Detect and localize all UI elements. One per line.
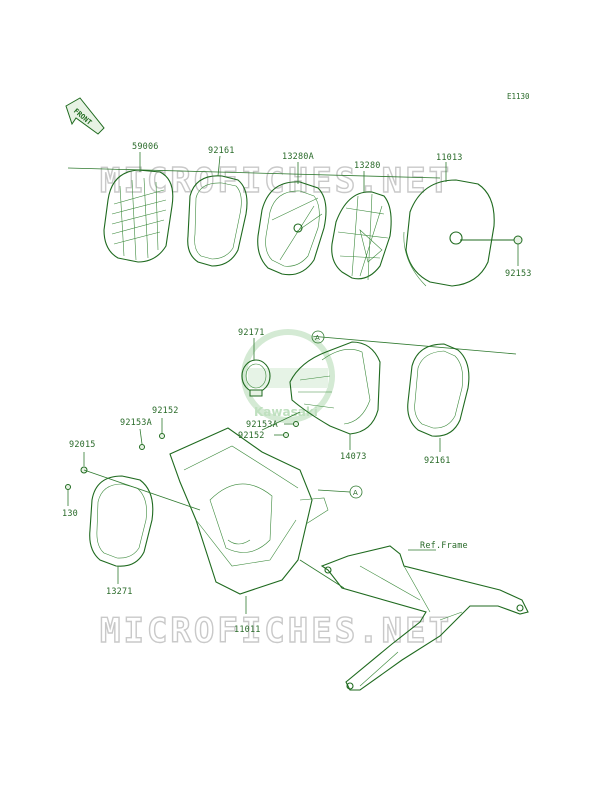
part-label-14073: 14073: [340, 452, 367, 462]
callout-a-bottom: [349, 485, 363, 499]
part-label-92153: 92153: [505, 269, 532, 279]
assembly-axis-mid: [309, 335, 517, 355]
assembly-link-left: [83, 469, 201, 511]
assembly-link-frame: [299, 559, 345, 589]
leader-92153A-b: [139, 428, 143, 445]
sub-frame: [320, 545, 529, 691]
assembly-link-mid: [261, 411, 301, 431]
duct-14073: [289, 341, 381, 435]
part-label-11013: 11013: [436, 153, 463, 163]
part-label-11011: 11011: [234, 625, 261, 635]
watermark-bottom: MICROFICHES.NET: [100, 611, 452, 651]
part-label-92152-b: 92152: [238, 431, 265, 441]
part-label-92171: 92171: [238, 328, 265, 338]
washer-92152-left-icon: [159, 433, 165, 439]
gasket-92161-top: [187, 175, 248, 267]
bolt-92153A-left-icon: [139, 444, 145, 450]
part-label-92015: 92015: [69, 440, 96, 450]
assembly-axis-top: [67, 167, 441, 179]
air-filter-11013: [403, 179, 495, 287]
element-cage-13280: [331, 191, 392, 281]
callout-a-top: [311, 330, 325, 344]
callout-a-bottom-label: A: [353, 489, 358, 497]
leader-callout-a-bottom: [317, 489, 351, 493]
part-label-92161-mid: 92161: [424, 456, 451, 466]
part-label-13280: 13280: [354, 161, 381, 171]
part-label-92152-a: 92152: [152, 406, 179, 416]
clamp-92171: [241, 359, 271, 397]
part-label-92153A-a: 92153A: [246, 420, 278, 430]
part-label-13271: 13271: [106, 587, 133, 597]
part-label-92161-top: 92161: [208, 146, 235, 156]
front-arrow-icon: FRONT: [65, 97, 105, 135]
bolt-92153: [460, 235, 523, 245]
part-label-130: 130: [62, 509, 78, 519]
part-label-13280A: 13280A: [282, 152, 314, 162]
part-label-59006: 59006: [132, 142, 159, 152]
ref-frame-label: Ref.Frame: [420, 541, 468, 551]
element-holder-13280A: [257, 181, 327, 276]
kawasaki-logo: Kawasaki: [241, 329, 335, 423]
filter-screen-59006: [103, 169, 174, 263]
bolt-92153A-icon: [293, 421, 299, 427]
leader-92161-top: [217, 155, 221, 177]
callout-a-top-label: A: [315, 334, 320, 342]
washer-92152-icon: [283, 432, 289, 438]
part-label-92153A-b: 92153A: [120, 418, 152, 428]
gasket-92161-mid: [407, 343, 470, 437]
gasket-13271: [89, 475, 154, 567]
diagram-code: E1130: [507, 92, 530, 101]
bolt-130-icon: [65, 484, 71, 490]
air-box-11011: [169, 427, 329, 595]
watermark-top: MICROFICHES.NET: [100, 161, 452, 201]
